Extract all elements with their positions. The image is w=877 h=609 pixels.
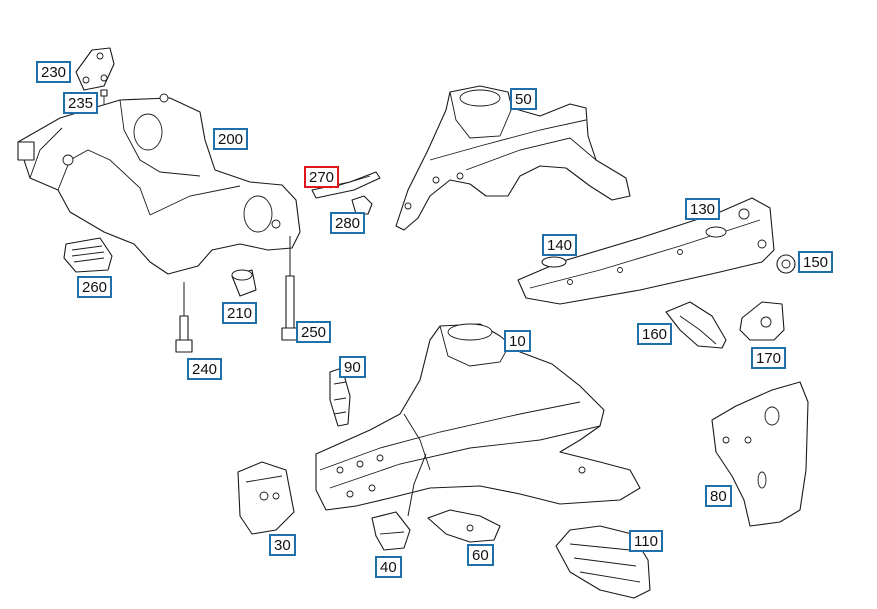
part-80-panel[interactable]: [711, 381, 809, 527]
part-50-wheelhouse[interactable]: [395, 85, 631, 231]
callout-200[interactable]: 200: [213, 128, 249, 150]
part-30-bracket[interactable]: [237, 461, 295, 535]
callout-110[interactable]: 110: [629, 530, 663, 552]
callout-60[interactable]: 60: [467, 544, 494, 566]
part-150-plug[interactable]: [776, 254, 796, 274]
callout-40[interactable]: 40: [375, 556, 402, 578]
part-170-bracket[interactable]: [739, 301, 785, 341]
part-90-bracket[interactable]: [329, 367, 351, 427]
callout-235[interactable]: 235: [63, 92, 99, 114]
callout-230[interactable]: 230: [36, 61, 72, 83]
part-60-bracket[interactable]: [427, 509, 501, 543]
part-140-grommet[interactable]: [541, 256, 567, 268]
callout-210[interactable]: 210: [222, 302, 258, 324]
part-260-bracket[interactable]: [63, 237, 113, 273]
part-110-box-section[interactable]: [555, 525, 651, 599]
callout-160[interactable]: 160: [637, 323, 673, 345]
callout-270[interactable]: 270: [304, 166, 340, 188]
callout-30[interactable]: 30: [269, 534, 296, 556]
callout-50[interactable]: 50: [510, 88, 537, 110]
part-240-bolt[interactable]: [175, 282, 193, 353]
callout-150[interactable]: 150: [798, 251, 834, 273]
part-130-cross-member[interactable]: [517, 197, 775, 305]
part-160-bracket[interactable]: [665, 301, 727, 349]
callout-10[interactable]: 10: [504, 330, 531, 352]
callout-250[interactable]: 250: [296, 321, 332, 343]
callout-170[interactable]: 170: [751, 347, 787, 369]
callout-130[interactable]: 130: [685, 198, 721, 220]
callout-90[interactable]: 90: [339, 356, 366, 378]
callout-80[interactable]: 80: [705, 485, 732, 507]
part-10-wheelhouse-assembly[interactable]: [315, 323, 641, 517]
callout-140[interactable]: 140: [542, 234, 578, 256]
callout-280[interactable]: 280: [330, 212, 366, 234]
part-250-long-bolt[interactable]: [281, 236, 299, 341]
callout-240[interactable]: 240: [187, 358, 223, 380]
part-230-mount-plate[interactable]: [75, 47, 115, 91]
part-280-clip[interactable]: [351, 195, 373, 215]
part-40-bracket[interactable]: [371, 511, 411, 551]
part-210-bushing[interactable]: [231, 269, 257, 297]
callout-260[interactable]: 260: [77, 276, 113, 298]
part-200-subframe[interactable]: [17, 93, 301, 275]
